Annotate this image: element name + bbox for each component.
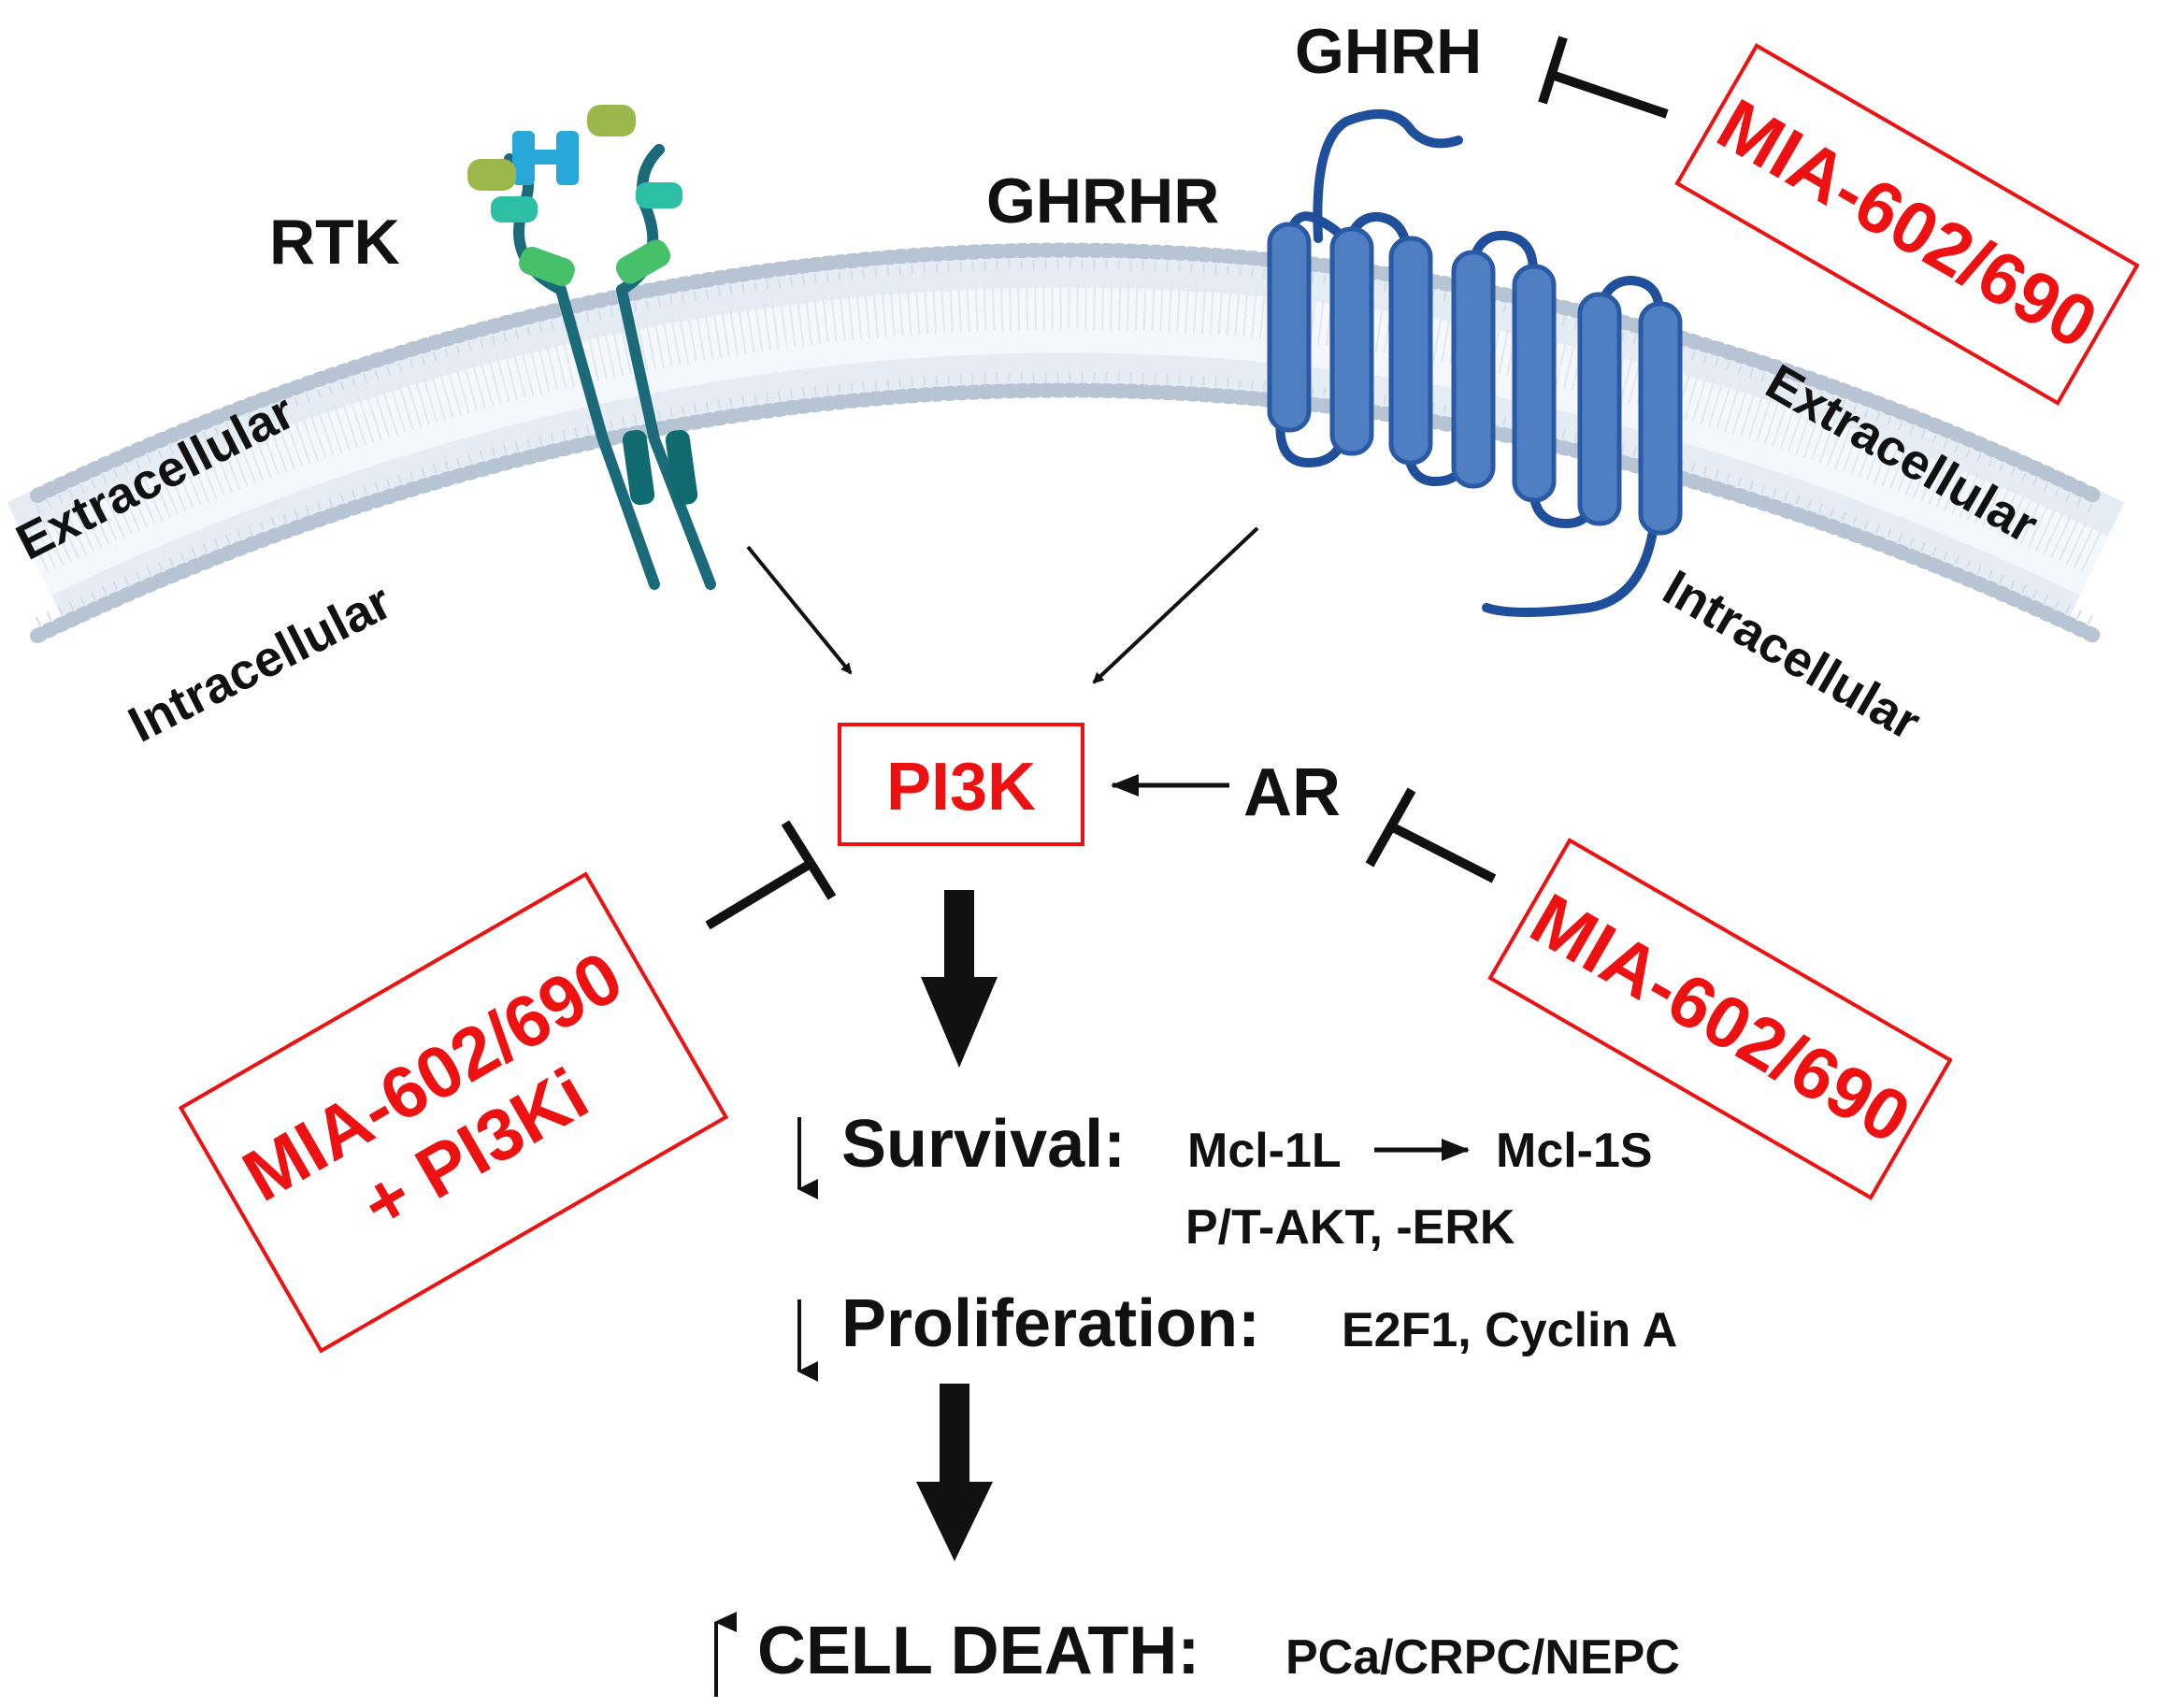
ar-label: AR (1243, 755, 1341, 830)
pi3k-inhibitor-box: MIA-602/690 + PI3Ki (178, 871, 729, 1354)
pi3k-box: PI3K (838, 723, 1084, 846)
ar-inhibition-bar (1365, 787, 1497, 883)
survival-to: Mcl-1S (1496, 1124, 1653, 1178)
rtk-label: RTK (269, 207, 400, 278)
cell-death-label: CELL DEATH: (757, 1614, 1199, 1688)
intracellular-label-right: Intracellular (1654, 559, 1930, 751)
ghrh-label: GHRH (1295, 16, 1482, 87)
rtk-to-pi3k-arrow (746, 545, 853, 675)
cell-membrane (7, 242, 2125, 643)
cell-death-detail: PCa/CRPC/NEPC (1285, 1630, 1680, 1685)
pi3k-label: PI3K (886, 750, 1036, 825)
ghrh-inhibitor-box: MIA-602/690 (1674, 43, 2140, 406)
proliferation-label: Proliferation: (841, 1286, 1260, 1361)
survival-detail: P/T-AKT, -ERK (1185, 1200, 1515, 1255)
pi3k-to-survival-arrow (921, 890, 998, 1068)
survival-label: Survival: (841, 1107, 1126, 1182)
ghrhr-receptor-icon (1267, 109, 1683, 617)
rtk-receptor-icon (467, 105, 716, 590)
ghrhr-to-pi3k-arrow (1092, 526, 1259, 684)
pi3k-inhibition-bar (705, 820, 837, 930)
proliferation-to-death-arrow (916, 1384, 993, 1561)
intracellular-label-left: Intracellular (120, 573, 400, 753)
ghrh-inhibition-bar (1538, 36, 1669, 119)
survival-from: Mcl-1L (1187, 1124, 1342, 1178)
proliferation-detail: E2F1, Cyclin A (1342, 1303, 1677, 1357)
ghrhr-label: GHRHR (986, 165, 1219, 237)
